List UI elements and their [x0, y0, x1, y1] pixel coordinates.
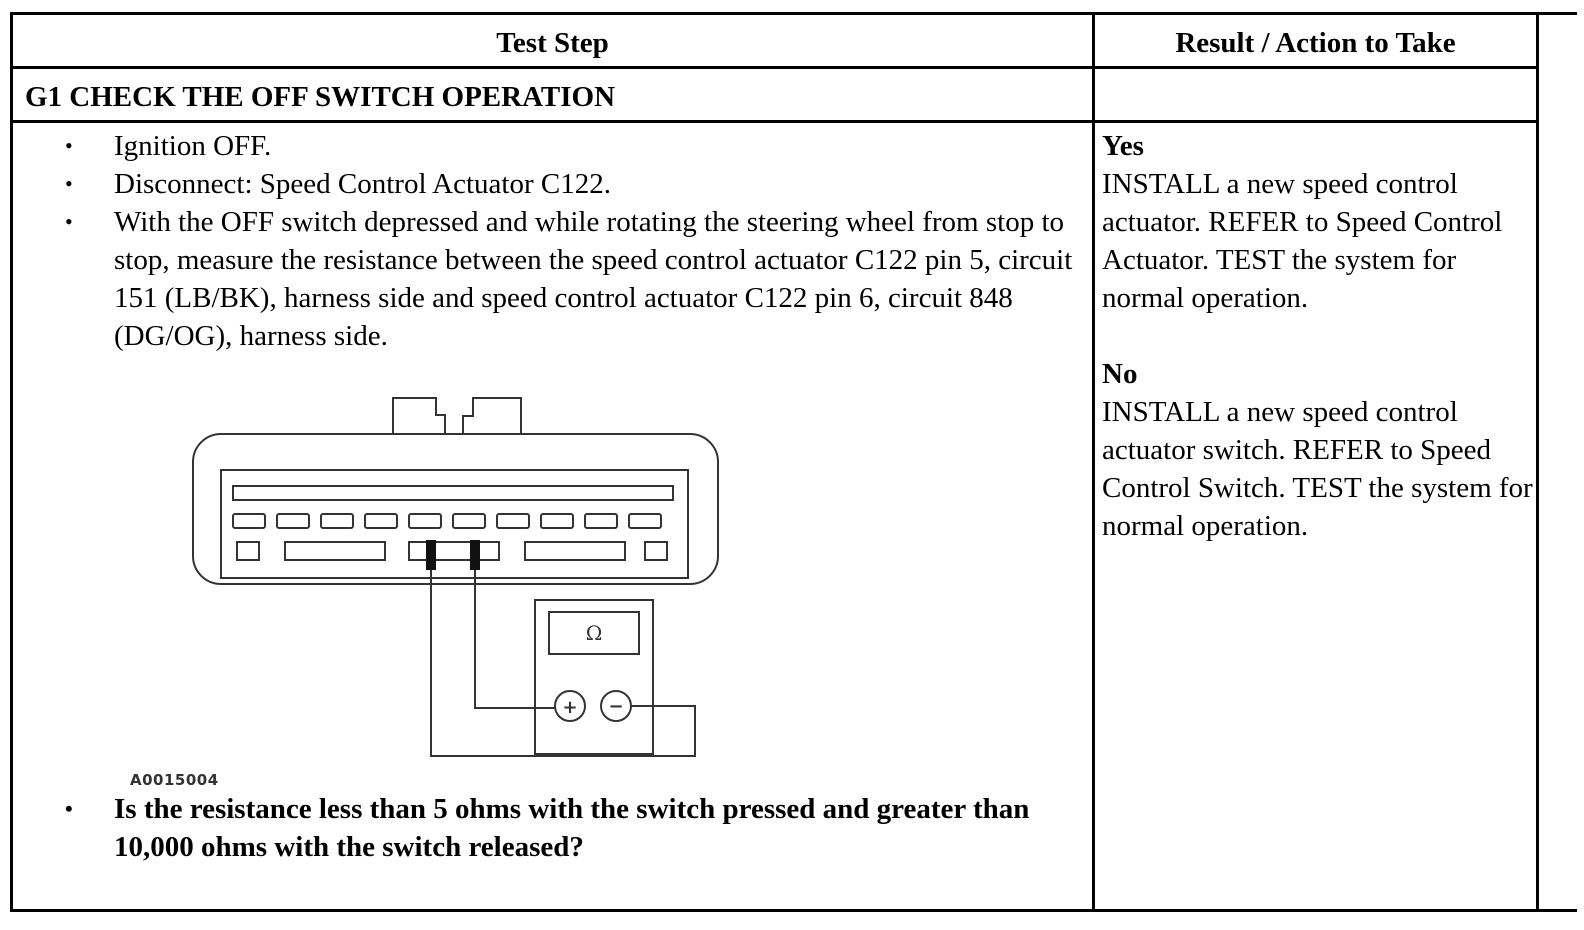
connector-latch	[392, 397, 446, 434]
connector-pin	[276, 513, 310, 529]
question-text: Is the resistance less than 5 ohms with …	[114, 793, 1030, 863]
probe-tip	[470, 540, 480, 570]
header-cell-result: Result / Action to Take	[1095, 15, 1536, 66]
connector-inner-body	[220, 469, 689, 579]
step-text: With the OFF switch depressed and while …	[114, 206, 1073, 352]
ohm-symbol: Ω	[586, 621, 603, 645]
header-divider	[10, 66, 1539, 69]
question-item: • Is the resistance less than 5 ohms with…	[13, 790, 1088, 866]
connector-slot	[408, 541, 500, 561]
plus-symbol: +	[562, 697, 577, 718]
section-title: G1 CHECK THE OFF SWITCH OPERATION	[25, 81, 616, 113]
connector-pin	[496, 513, 530, 529]
column-header-test-step: Test Step	[496, 27, 609, 59]
connector-pin	[540, 513, 574, 529]
result-yes-label: Yes	[1102, 130, 1144, 162]
bullet-icon: •	[65, 133, 73, 158]
probe-tip	[426, 540, 436, 570]
connector-slot	[232, 485, 674, 501]
connector-pin	[320, 513, 354, 529]
connector-pin	[584, 513, 618, 529]
ohmmeter-display	[548, 611, 640, 655]
result-no-label: No	[1102, 358, 1138, 390]
ohmmeter-body	[534, 599, 654, 755]
column-divider	[1092, 12, 1095, 912]
bullet-icon: •	[65, 171, 73, 196]
section-divider	[10, 120, 1539, 123]
step-item: • Disconnect: Speed Control Actuator C122…	[13, 165, 1088, 203]
connector-slot	[236, 541, 260, 561]
section-title-cell: G1 CHECK THE OFF SWITCH OPERATION	[13, 69, 1092, 120]
table-border-right	[1536, 12, 1539, 912]
test-lead-red	[474, 568, 555, 709]
connector-slot	[524, 541, 626, 561]
table-border-top	[10, 12, 1577, 15]
table-border-bottom	[10, 909, 1577, 912]
result-yes: Yes INSTALL a new speed control actuator…	[1095, 127, 1536, 317]
step-text: Ignition OFF.	[114, 130, 272, 162]
connector-pin	[452, 513, 486, 529]
bullet-icon: •	[65, 209, 73, 234]
ohmmeter-plus-jack	[554, 690, 586, 722]
step-text: Disconnect: Speed Control Actuator C122.	[114, 168, 611, 200]
connector-slot	[284, 541, 386, 561]
result-no-action: INSTALL a new speed control actuator swi…	[1102, 396, 1533, 542]
connector-pin	[408, 513, 442, 529]
result-content: Yes INSTALL a new speed control actuator…	[1095, 123, 1536, 909]
header-cell-test-step: Test Step	[13, 15, 1092, 66]
connector-latch	[462, 397, 522, 434]
connector-body	[192, 433, 719, 585]
minus-symbol: −	[608, 696, 623, 717]
connector-pin	[232, 513, 266, 529]
connector-pin	[628, 513, 662, 529]
step-list: • Ignition OFF. • Disconnect: Speed Contro…	[13, 127, 1088, 355]
connector-pin	[364, 513, 398, 529]
question-list: • Is the resistance less than 5 ohms with…	[13, 790, 1088, 866]
test-step-table: Test Step Result / Action to Take G1 CHE…	[10, 12, 1577, 922]
result-yes-action: INSTALL a new speed control actuator. RE…	[1102, 168, 1503, 314]
step-item: • With the OFF switch depressed and while…	[13, 203, 1088, 355]
step-item: • Ignition OFF.	[13, 127, 1088, 165]
bullet-icon: •	[65, 796, 73, 821]
result-no: No INSTALL a new speed control actuator …	[1095, 355, 1536, 545]
connector-ohmmeter-diagram: Ω + −	[192, 397, 719, 757]
column-header-result: Result / Action to Take	[1175, 27, 1456, 59]
table-border-left	[10, 12, 13, 912]
test-lead-black	[430, 568, 696, 757]
figure-code: A0015004	[130, 771, 219, 789]
test-step-content: • Ignition OFF. • Disconnect: Speed Contro…	[13, 123, 1092, 909]
connector-slot	[644, 541, 668, 561]
